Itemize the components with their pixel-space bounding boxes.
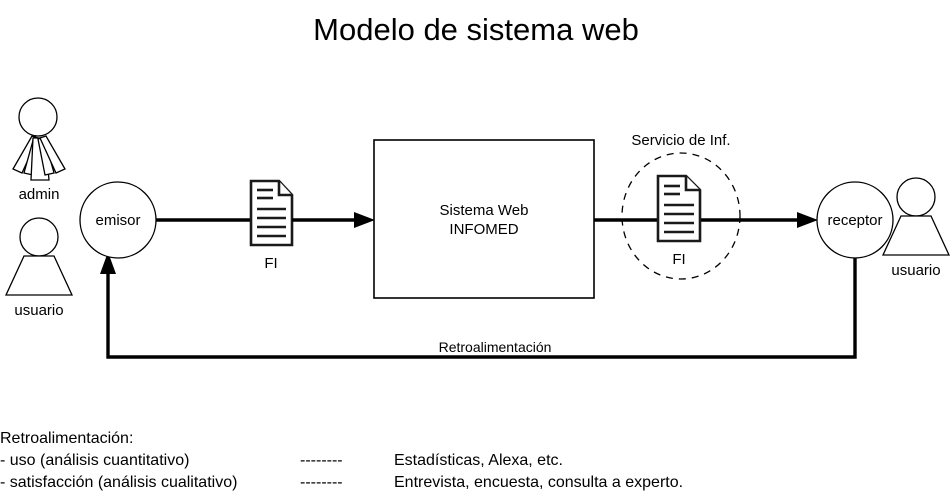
fi-right-page-icon	[656, 174, 702, 243]
usuario-left-head-icon	[19, 217, 59, 257]
emisor-circle	[79, 181, 157, 259]
edge-fi-to-system	[292, 212, 375, 228]
node-receptor: receptor	[816, 181, 894, 259]
legend-row-0-dash: --------	[300, 452, 343, 469]
group-servicio-de-inf: Servicio de Inf.	[621, 132, 741, 280]
system-to-receptor-arrowhead-icon	[797, 212, 818, 228]
document-fi-left: FI	[249, 179, 294, 272]
legend-row-1-item: - satisfacción (análisis cualitativo)	[0, 474, 237, 491]
actor-admin-label: admin	[19, 186, 60, 203]
feedback-label: Retroalimentación	[439, 339, 552, 355]
feedback-arrowhead-icon	[100, 252, 116, 274]
usuario-right-head-icon	[896, 177, 936, 217]
system-label-line2: INFOMED	[449, 221, 518, 238]
node-emisor: emisor	[79, 181, 157, 259]
servicio-group-label: Servicio de Inf.	[631, 132, 730, 149]
fi-right-fold-icon	[684, 176, 700, 192]
actor-usuario-right: usuario	[881, 177, 951, 279]
edge-feedback: Retroalimentación	[100, 252, 857, 359]
feedback-path	[106, 258, 857, 359]
admin-limb-far-right-icon	[39, 135, 66, 174]
receptor-circle	[816, 181, 894, 259]
fi-left-fold-icon	[277, 181, 292, 197]
legend: Retroalimentación: - uso (análisis cuant…	[0, 430, 683, 491]
legend-row-0-item: - uso (análisis cuantitativo)	[0, 452, 189, 469]
actor-usuario-left: usuario	[4, 217, 74, 319]
fi-to-system-arrowhead-icon	[354, 212, 375, 228]
system-box	[373, 139, 595, 299]
system-label-line1: Sistema Web	[440, 202, 529, 219]
admin-head-icon	[18, 97, 58, 137]
fi-left-label: FI	[264, 255, 277, 272]
node-system-web: Sistema Web INFOMED	[373, 139, 595, 299]
usuario-left-body-icon	[4, 255, 74, 296]
actor-usuario-left-label: usuario	[14, 302, 63, 319]
fi-right-label: FI	[672, 251, 685, 268]
receptor-label: receptor	[827, 212, 882, 229]
usuario-right-body-icon	[881, 215, 951, 256]
legend-heading: Retroalimentación:	[0, 430, 133, 447]
legend-row-1-result: Entrevista, encuesta, consulta a experto…	[394, 474, 683, 491]
document-fi-right: FI	[656, 174, 702, 268]
legend-row-1-dash: --------	[300, 474, 343, 491]
legend-row-0-result: Estadísticas, Alexa, etc.	[394, 452, 563, 469]
emisor-label: emisor	[95, 212, 140, 229]
page-title: Modelo de sistema web	[313, 12, 639, 47]
actor-usuario-right-label: usuario	[891, 262, 940, 279]
actor-admin: admin	[12, 97, 66, 203]
servicio-dashed-ellipse	[621, 152, 741, 280]
